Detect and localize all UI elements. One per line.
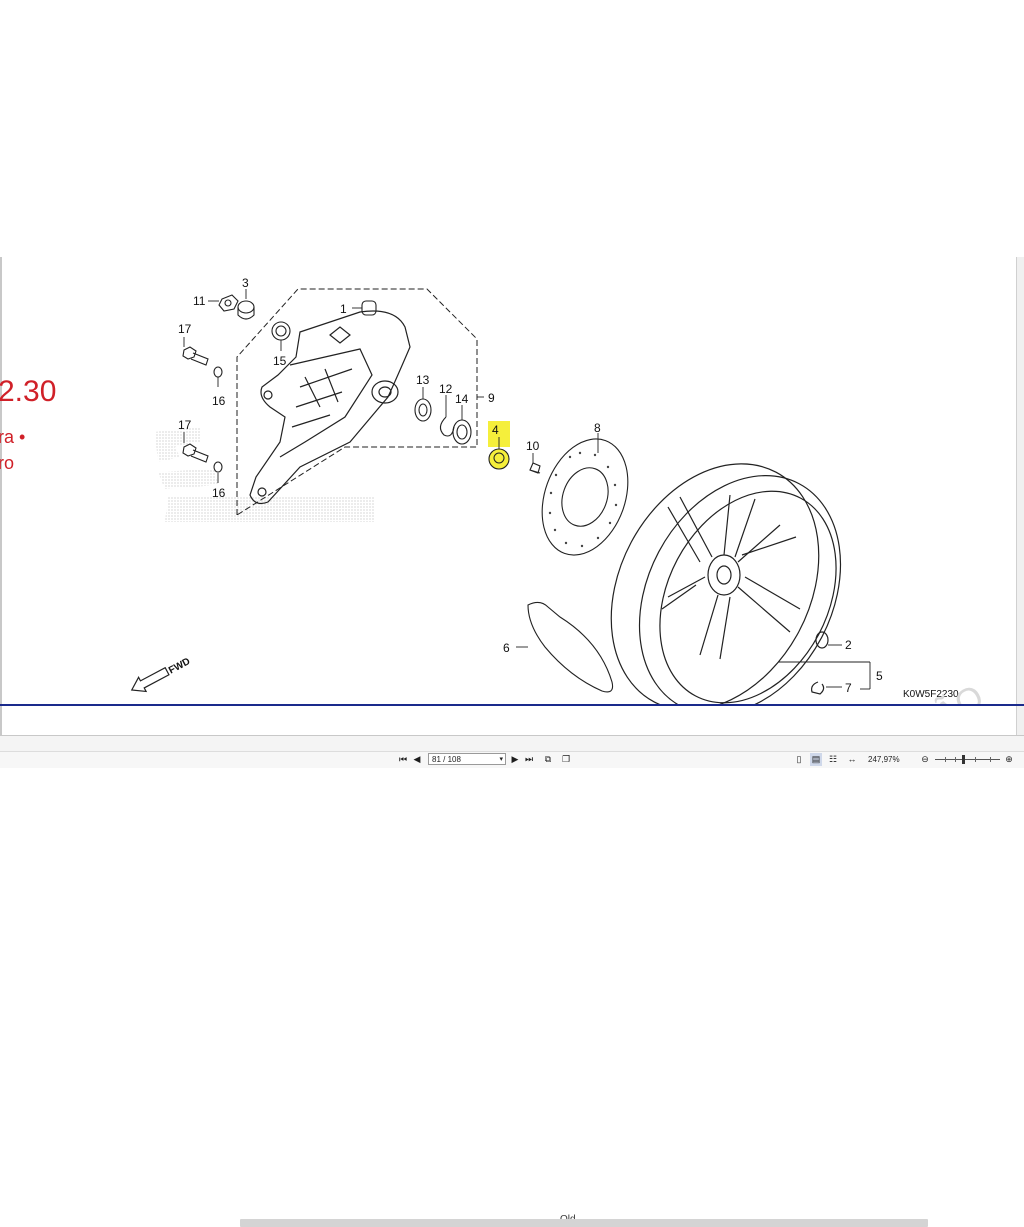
highlighted-collar-part [488,421,510,470]
callout-14: 14 [455,392,469,406]
forward-arrow: FWD [130,656,192,693]
callout-16-bottom: 16 [212,486,226,500]
zoom-slider-handle[interactable] [962,755,965,764]
first-page-icon[interactable]: ⏮ [398,754,408,764]
exploded-parts-diagram: 11 3 1 17 15 16 17 16 13 12 14 9 4 10 8 … [130,276,990,704]
callout-15: 15 [273,354,287,368]
callout-9: 9 [488,391,495,405]
callout-1: 1 [340,302,347,316]
page-layout-icon[interactable]: ❐ [561,754,571,764]
callout-6: 6 [503,641,510,655]
document-page: 2.30 ra • ro [0,257,1024,735]
leader-lines [183,289,871,690]
figure-code: K0W5F2230 [903,689,959,700]
next-page-icon[interactable]: ▶ [511,754,519,764]
section-caption-line-1: ra • [0,427,26,447]
forward-arrow-label: FWD [167,656,192,676]
document-viewer: 2.30 ra • ro [0,257,1024,1227]
callout-12: 12 [439,382,453,396]
section-number-text: 2.30 [0,375,57,408]
callout-17-top: 17 [178,322,192,336]
brake-disc-part [541,438,629,556]
zoom-out-icon[interactable]: ⊖ [921,754,929,764]
assembly-boundary [236,288,478,516]
fastener-parts [182,294,541,474]
zoom-tick [975,757,976,762]
callout-3: 3 [242,276,249,290]
callout-7: 7 [845,681,852,695]
copy-pages-icon[interactable]: ⧉ [544,754,552,764]
last-page-icon[interactable]: ⏭ [524,754,534,764]
two-page-view-icon[interactable]: ☷ [828,754,838,764]
horizontal-scrollbar-thumb[interactable] [240,1219,928,1227]
fit-width-icon[interactable]: ↔ [847,754,857,764]
chevron-down-icon: ▾ [499,756,503,763]
zoom-level: 247,97% [868,755,900,764]
zoom-in-icon[interactable]: ⊕ [1005,754,1013,764]
callout-10: 10 [526,439,540,453]
zoom-tick [945,757,946,762]
zoom-tick [955,757,956,762]
viewer-toolbar: ⏮ ◀ 81 / 108 ▾ ▶ ⏭ ⧉ ❐ ▯ ▤ ☷ ↔ 247,97% ⊖… [0,751,1024,768]
rear-wheel-part [610,463,842,704]
vertical-scrollbar[interactable] [1016,257,1024,735]
previous-page-icon[interactable]: ◀ [413,754,421,764]
callout-numbers: 11 3 1 17 15 16 17 16 13 12 14 9 4 10 8 … [178,276,883,695]
continuous-view-icon[interactable]: ▤ [810,753,822,766]
swingarm-part [249,310,411,505]
callout-17-bottom: 17 [178,418,192,432]
section-caption-line-2: ro [0,453,15,473]
callout-5: 5 [876,669,883,683]
callout-4: 4 [492,423,499,437]
page-left-border [0,257,2,735]
callout-13: 13 [416,373,430,387]
callout-16-top: 16 [212,394,226,408]
zoom-tick [990,757,991,762]
mudguard-part [527,601,614,693]
page-number-value: 81 / 108 [432,755,461,764]
callout-8: 8 [594,421,601,435]
page-number-select[interactable]: 81 / 108 ▾ [428,753,506,765]
brand-watermark-logo [155,427,375,522]
callout-2: 2 [845,638,852,652]
zoom-slider[interactable] [935,759,1000,760]
callout-11: 11 [193,294,206,308]
page-bottom-rule [0,704,1024,706]
single-page-view-icon[interactable]: ▯ [796,754,802,764]
